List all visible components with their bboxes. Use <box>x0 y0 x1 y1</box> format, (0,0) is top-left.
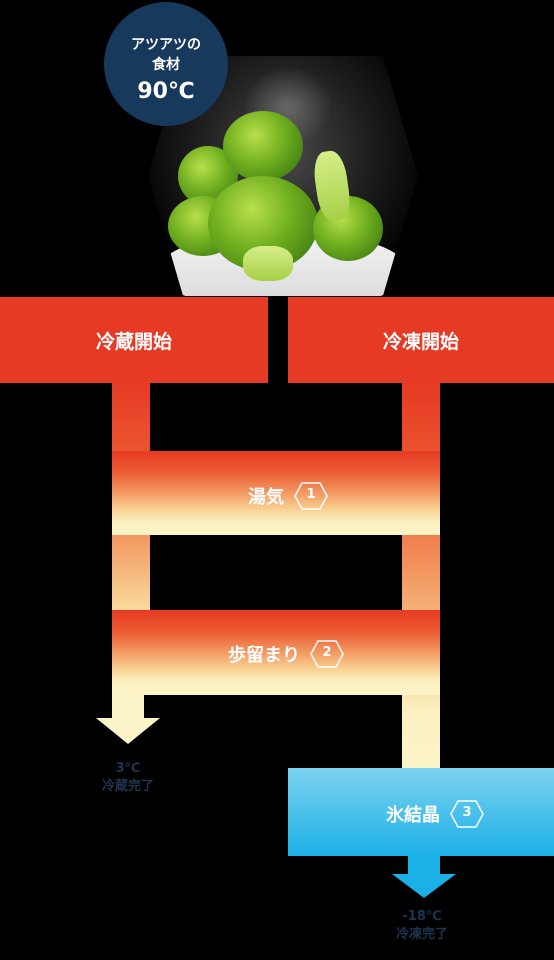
broccoli-floret <box>223 111 303 181</box>
step-ice: 氷結晶 3 <box>386 800 484 828</box>
step-yield: 歩留まり 2 <box>228 640 344 668</box>
freezing-result-temp: -18℃ <box>402 909 442 924</box>
band-yield <box>112 610 440 695</box>
step-ice-number: 3 <box>462 805 472 820</box>
step-steam-label: 湯気 <box>248 487 284 508</box>
down-arrow <box>96 694 160 744</box>
freezing-result: -18℃ 冷凍完了 <box>366 908 478 944</box>
badge-temperature: 90℃ <box>137 79 195 104</box>
broccoli-stem <box>243 246 293 281</box>
refrigeration-result-label: 冷蔵完了 <box>101 779 154 794</box>
badge-line2: 食材 <box>152 57 180 73</box>
broccoli-photo <box>148 56 418 296</box>
down-arrow <box>392 854 456 898</box>
refrigeration-result-temp: 3℃ <box>115 761 141 776</box>
step-steam: 湯気 1 <box>248 482 328 510</box>
ice-crystal-box: 氷結晶 3 <box>288 768 554 856</box>
step-ice-label: 氷結晶 <box>386 805 440 826</box>
hexagon-number-badge: 2 <box>310 640 344 668</box>
right-column <box>402 383 440 773</box>
refrigeration-start-box: 冷蔵開始 <box>0 297 268 383</box>
hexagon-number-badge: 3 <box>450 800 484 828</box>
freezing-start-box: 冷凍開始 <box>288 297 554 383</box>
band-steam <box>112 451 440 535</box>
badge-line1: アツアツの <box>131 37 201 53</box>
refrigeration-result: 3℃ 冷蔵完了 <box>72 760 184 796</box>
freezing-result-label: 冷凍完了 <box>395 927 448 942</box>
step-yield-number: 2 <box>322 645 332 660</box>
step-steam-number: 1 <box>306 487 316 502</box>
step-yield-label: 歩留まり <box>228 645 300 666</box>
refrigeration-start-label: 冷蔵開始 <box>95 330 172 353</box>
flow-diagram <box>112 383 440 773</box>
freezing-start-label: 冷凍開始 <box>382 330 459 353</box>
temperature-badge: アツアツの 食材 90℃ <box>104 2 228 126</box>
hexagon-number-badge: 1 <box>294 482 328 510</box>
